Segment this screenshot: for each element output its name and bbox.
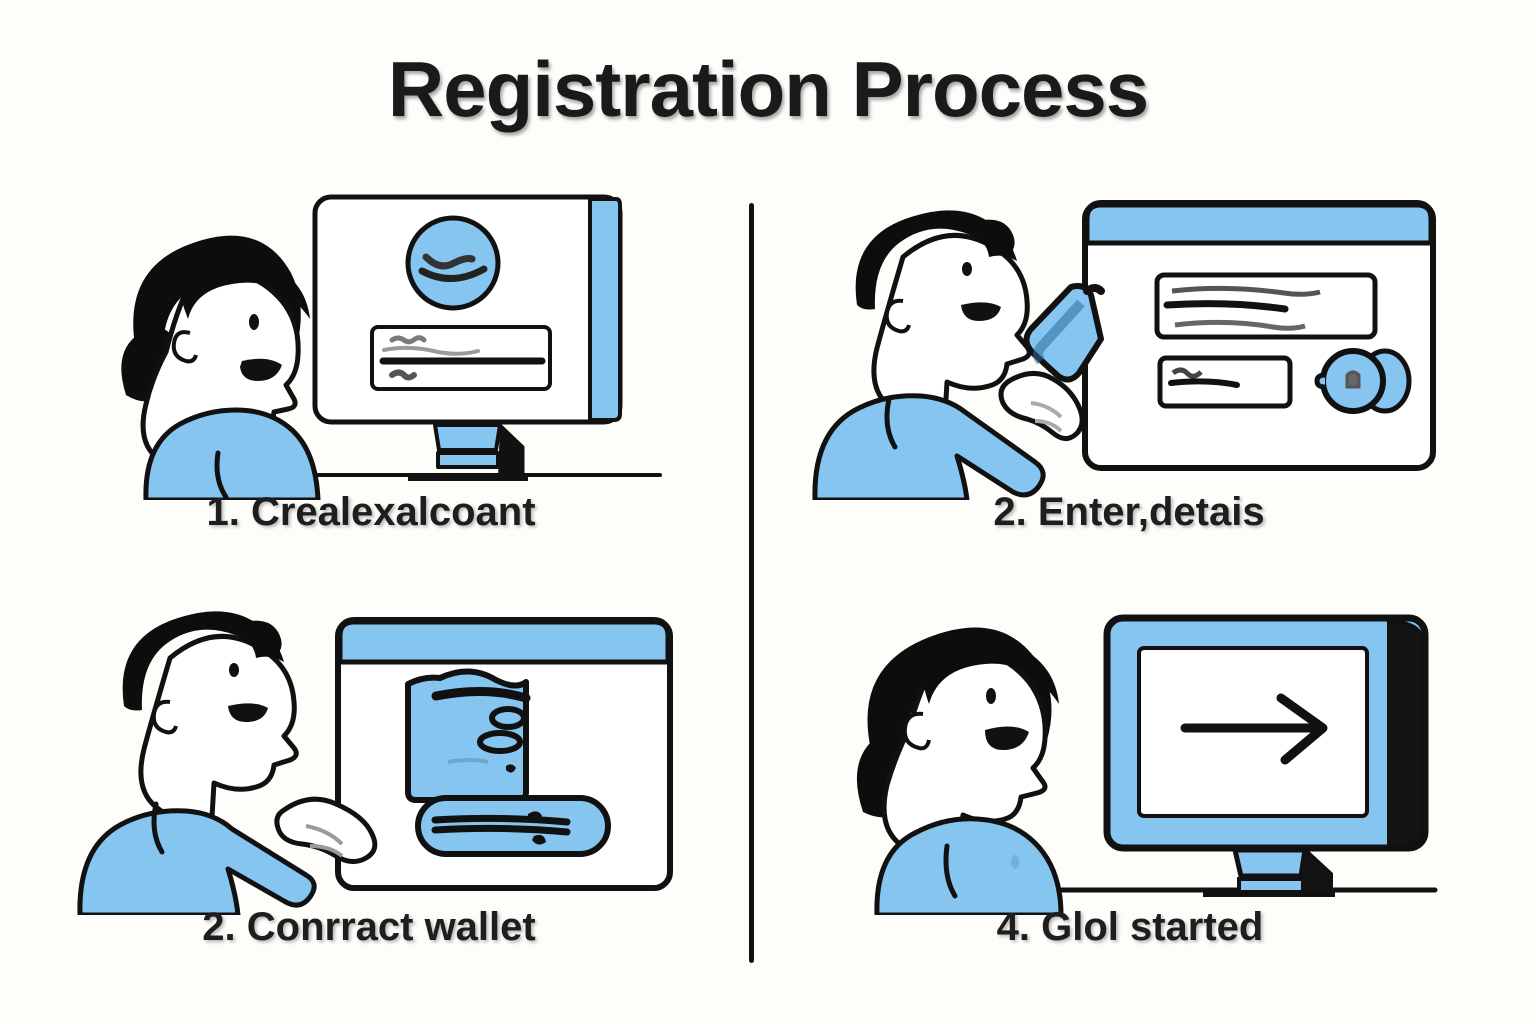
person-woman-ponytail bbox=[121, 235, 321, 500]
arrow-right-icon bbox=[1180, 693, 1328, 765]
panel-create-account: 1. Crealexalcoant bbox=[60, 185, 700, 575]
scene-get-started bbox=[795, 600, 1455, 915]
panel-connect-wallet: 2. Conrract wallet bbox=[60, 600, 700, 990]
scene-connect-wallet bbox=[60, 600, 700, 915]
panel-2-caption: 2. Enter,detais bbox=[993, 490, 1265, 534]
person-woman-long-hair bbox=[856, 627, 1064, 915]
person-man-pointing bbox=[77, 611, 378, 915]
window-title-bar bbox=[337, 619, 671, 665]
connect-button bbox=[415, 795, 611, 857]
form-window bbox=[1082, 200, 1436, 471]
page-title: Registration Process bbox=[387, 45, 1149, 133]
panel-3-caption: 2. Conrract wallet bbox=[202, 905, 536, 949]
lock-button-icon bbox=[1314, 348, 1412, 414]
panel-enter-details: 2. Enter,detais bbox=[795, 185, 1455, 575]
app-window bbox=[335, 617, 673, 891]
person-man-short-hair bbox=[812, 210, 1085, 500]
panel-4-caption: 4. Glol started bbox=[996, 905, 1264, 949]
panel-1-caption: 1. Crealexalcoant bbox=[206, 490, 536, 534]
panel-divider bbox=[749, 203, 754, 963]
panel-get-started: 4. Glol started bbox=[795, 600, 1455, 990]
wallet-icon bbox=[405, 668, 531, 803]
scene-create-account bbox=[60, 185, 700, 500]
scene-enter-details bbox=[795, 185, 1455, 500]
window-title-bar bbox=[1084, 202, 1434, 246]
monitor bbox=[1103, 614, 1429, 897]
